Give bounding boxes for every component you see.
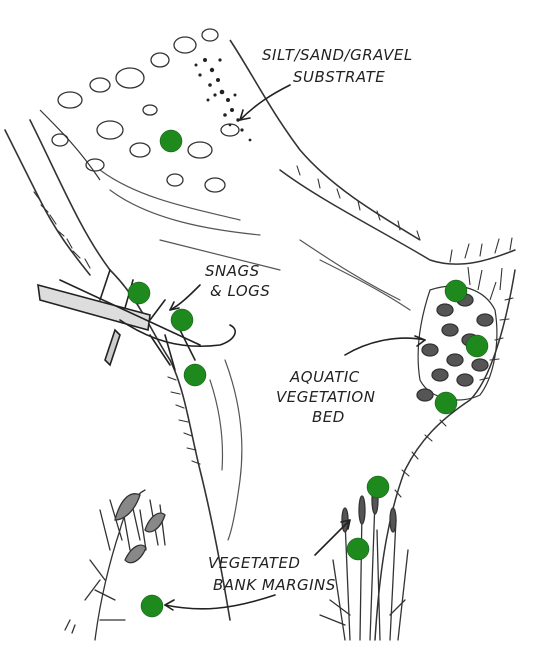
label-substrate-line1: SILT/SAND/GRAVEL: [262, 46, 413, 64]
flow-lines: [100, 170, 410, 540]
site-marker-aquatic-1[interactable]: [445, 280, 467, 302]
label-bank-line2: BANK MARGINS: [213, 576, 336, 594]
label-snags-line1: SNAGS: [205, 262, 260, 280]
label-bank-line1: VEGETATED: [208, 554, 301, 572]
label-snags-line2: & LOGS: [210, 282, 270, 300]
site-marker-bank-right-2[interactable]: [347, 538, 369, 560]
site-marker-substrate[interactable]: [160, 130, 182, 152]
site-marker-aquatic-2[interactable]: [466, 335, 488, 357]
bank-vegetation-left: [65, 490, 165, 640]
site-marker-snags-1[interactable]: [128, 282, 150, 304]
site-marker-bank-left[interactable]: [141, 595, 163, 617]
site-marker-snags-2[interactable]: [171, 309, 193, 331]
label-aquatic-line1: AQUATIC: [289, 368, 360, 386]
label-aquatic-line2: VEGETATION: [276, 388, 375, 406]
site-marker-snags-3[interactable]: [184, 364, 206, 386]
site-marker-aquatic-3[interactable]: [435, 392, 457, 414]
labels: SILT/SAND/GRAVEL SUBSTRATE SNAGS & LOGS …: [205, 46, 413, 594]
bank-vegetation-right: [320, 486, 408, 640]
gravel-stipple: [195, 58, 252, 141]
label-aquatic-line3: BED: [312, 408, 345, 426]
label-substrate-line2: SUBSTRATE: [293, 68, 385, 86]
site-marker-bank-right-1[interactable]: [367, 476, 389, 498]
annotation-arrows: [165, 85, 425, 610]
